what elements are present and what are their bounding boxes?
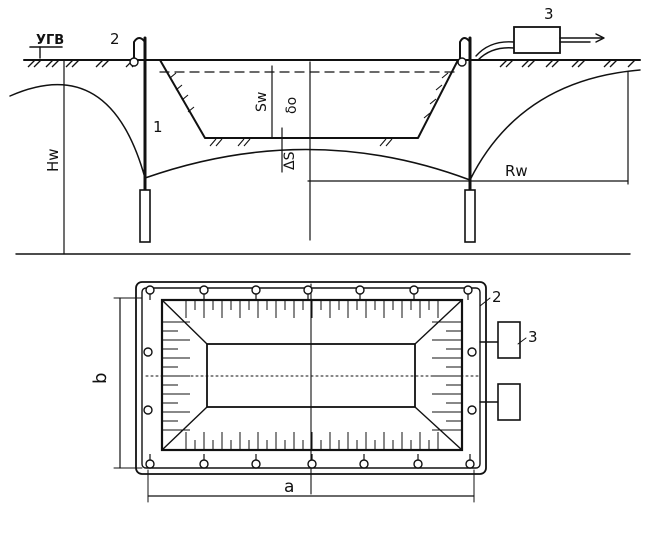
leader-plan-collector <box>479 297 491 307</box>
wellpoint-plan <box>251 454 261 469</box>
pit-slope-ticks <box>162 300 462 450</box>
wellpoint-plan <box>199 454 209 469</box>
wellpoint-plan <box>463 285 473 300</box>
collector-left-section <box>129 57 139 67</box>
label-residual: ΔS <box>282 151 298 170</box>
wellpoint-plan <box>145 285 155 300</box>
wellpoint-plan <box>199 285 209 300</box>
plan-pump-1 <box>497 321 521 359</box>
wellpoint-plan <box>145 454 155 469</box>
wellpoint-plan <box>409 285 419 300</box>
wellpoint-plan <box>355 285 365 300</box>
wellpoint-right-filter <box>464 189 476 243</box>
ground-hatching <box>27 59 636 68</box>
wellpoint-plan <box>143 347 153 357</box>
label-radius: Rw <box>505 162 528 180</box>
label-drawdown: Sw <box>254 92 270 112</box>
wellpoint-plan <box>143 405 153 415</box>
water-table-label: УГВ <box>36 33 64 48</box>
wellpoint-plan <box>465 454 475 469</box>
wellpoint-plan <box>303 285 313 300</box>
label-plan-collector: 2 <box>492 288 502 306</box>
wellpoint-plan <box>413 454 423 469</box>
wellpoint-right-hook <box>459 37 471 59</box>
wellpoint-left-hook <box>133 37 146 59</box>
depression-curve-center <box>144 148 471 181</box>
label-pump: 3 <box>544 5 554 23</box>
suction-pipe-2 <box>477 47 515 61</box>
cross-section: УГВ <box>9 5 641 255</box>
discharge-arrow <box>595 33 605 43</box>
wellpoint-left-filter <box>139 189 151 243</box>
label-depth: δo <box>284 97 300 114</box>
wellpoint-plan <box>467 405 477 415</box>
label-width: b <box>90 373 111 384</box>
collector-right-section <box>457 57 467 67</box>
suction-pipe <box>475 41 515 57</box>
label-length: a <box>284 477 294 497</box>
pit-slope-hatching <box>169 72 449 147</box>
wellpoint-plan <box>467 347 477 357</box>
depression-curve-right-outer <box>469 69 641 181</box>
label-collector: 2 <box>110 30 120 48</box>
pump-unit <box>513 26 561 54</box>
wellpoint-plan <box>307 454 317 469</box>
leader-plan-pump <box>517 337 527 345</box>
wellpoint-plan <box>359 454 369 469</box>
label-head: Hw <box>44 148 62 172</box>
label-wellpoint: 1 <box>153 118 163 136</box>
plan-pump-2 <box>497 383 521 421</box>
label-plan-pump: 3 <box>528 328 538 346</box>
wellpoint-ring <box>143 285 477 469</box>
depression-curve-left-outer <box>9 83 146 179</box>
wellpoint-plan <box>251 285 261 300</box>
plan-view: b a 2 3 <box>90 281 538 503</box>
